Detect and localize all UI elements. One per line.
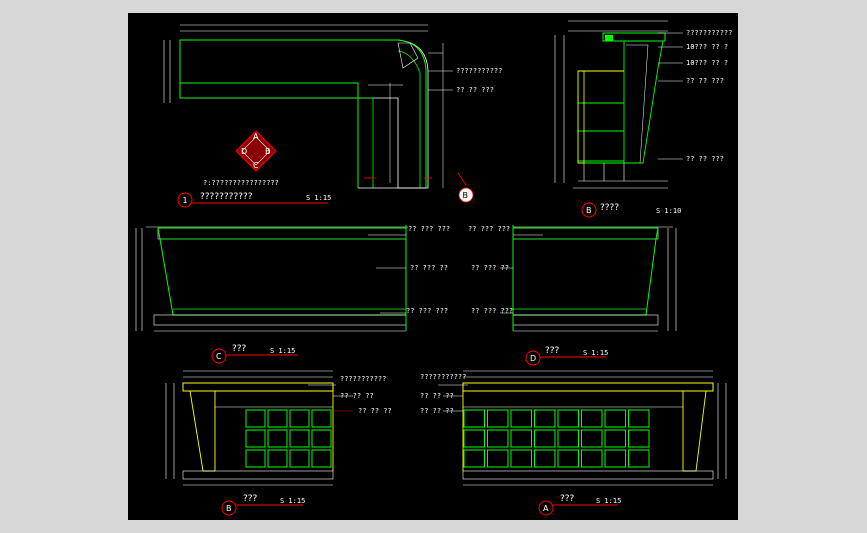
section-b-scale: S 1:10 [656,207,681,215]
drawer-cell [581,409,603,428]
drawer-cell [487,429,509,448]
elev-d-marker-label: D [530,354,536,363]
drawer-cell [604,449,626,468]
elev-b-scale: S 1:15 [280,497,305,505]
drawer-cell [628,429,650,448]
drawer-cell [534,429,556,448]
elev-b-marker-label: B [226,504,232,513]
drawer-cell [487,409,509,428]
elev-b-marker [221,500,237,516]
plan-scale: S 1:15 [306,194,331,202]
drawer-cell [245,449,266,468]
drawer-cell [289,449,310,468]
plan-marker [177,192,193,208]
elev-c-callout-1: ?? ??? ??? [408,225,450,233]
drawer-cell [289,429,310,448]
drawer-cell [557,449,579,468]
drawer-cell [604,409,626,428]
cad-drawing-canvas: ??????????? ?? ?? ??? B A D B C ?:??????… [128,13,738,520]
drawer-cell [557,409,579,428]
section-b-callout-1: ??????????? [686,29,732,37]
section-b-marker [581,202,597,218]
elev-a-title: ??? [560,494,575,504]
elev-d-callout-1: ?? ??? ??? [468,225,510,233]
elev-c-scale: S 1:15 [270,347,295,355]
elev-a-marker [538,500,554,516]
section-b-title: ???? [600,203,619,213]
drawer-cell [510,409,532,428]
drawer-cell [463,449,485,468]
elevation-b-view: ??????????? ?? ?? ?? ?? ?? ?? B ??? S 1:… [165,370,392,516]
view-key-compass: A D B C [235,130,277,172]
drawer-cell [311,409,332,428]
drawer-cell [534,409,556,428]
drawer-cell [534,449,556,468]
drawer-cell [581,449,603,468]
plan-callout-2: ?? ?? ??? [456,86,494,94]
drawer-cell [628,449,650,468]
section-tag-label: B [463,191,469,200]
elev-a-scale: S 1:15 [596,497,621,505]
plan-note: ?:???????????????? [203,179,279,187]
elev-d-scale: S 1:15 [583,349,608,357]
drawer-cell [267,409,288,428]
section-b-callout-5: ?? ?? ??? [686,155,724,163]
section-b-marker-label: B [586,206,592,215]
drawer-cell [267,449,288,468]
elev-c-marker-label: C [216,352,222,361]
drawer-cell [463,429,485,448]
elevation-a-view: ??????????? ?? ?? ?? ?? ?? ?? A ??? S 1:… [420,370,727,516]
drawer-cell [487,449,509,468]
elevation-c-view: ?? ??? ??? ?? ??? ?? ?? ??? ??? C ??? S … [135,225,450,364]
drawer-cell [628,409,650,428]
section-b-callout-3: 10??? ?? ? [686,59,728,67]
elev-b-title: ??? [243,494,258,504]
drawer-cell [289,409,310,428]
drawer-cell [510,429,532,448]
drawer-cell [311,429,332,448]
compass-d: D [241,147,247,156]
elev-a-callout-2: ?? ?? ?? [420,392,454,400]
plan-callout-1: ??????????? [456,67,502,75]
drawer-cell [245,409,266,428]
elev-c-marker [211,348,227,364]
drawer-cell [245,429,266,448]
plan-view: ??????????? ?? ?? ??? B A D B C ?:??????… [163,24,502,208]
section-tag-marker [458,187,474,203]
elev-b-drawer-grid [245,409,332,468]
cad-drawing: ??????????? ?? ?? ??? B A D B C ?:??????… [135,20,732,516]
drawer-cell [510,449,532,468]
elevation-d-view: ?? ??? ??? ?? ??? ?? ?? ??? ??? D ??? S … [468,225,677,366]
compass-c: C [253,161,259,170]
plan-title: ??????????? [200,192,253,202]
elev-a-marker-label: A [543,504,549,513]
elev-d-marker [525,350,541,366]
section-b-view: ??????????? 10??? ?? ? 10??? ?? ? ?? ?? … [554,20,732,218]
drawer-cell [604,429,626,448]
elev-b-callout-2: ?? ?? ?? [340,392,374,400]
section-b-callout-4: ?? ?? ??? [686,77,724,85]
elev-a-callout-3: ?? ?? ?? [420,407,454,415]
elev-b-callout-1: ??????????? [340,375,386,383]
elev-d-title: ??? [545,346,560,356]
drawer-cell [557,429,579,448]
elev-d-callout-3: ?? ??? ??? [471,307,513,315]
elev-a-drawer-grid [463,409,650,468]
elev-d-callout-2: ?? ??? ?? [471,264,509,272]
drawer-cell [581,429,603,448]
plan-marker-label: 1 [183,196,188,205]
elev-a-callout-1: ??????????? [420,373,466,381]
compass-b: B [265,147,271,156]
elev-b-callout-3: ?? ?? ?? [358,407,392,415]
drawer-cell [311,449,332,468]
drawer-cell [267,429,288,448]
elev-c-callout-2: ?? ??? ?? [410,264,448,272]
elev-c-callout-3: ?? ??? ??? [406,307,448,315]
drawer-cell [463,409,485,428]
section-b-callout-2: 10??? ?? ? [686,43,728,51]
elev-c-title: ??? [232,344,247,354]
compass-a: A [253,132,259,141]
